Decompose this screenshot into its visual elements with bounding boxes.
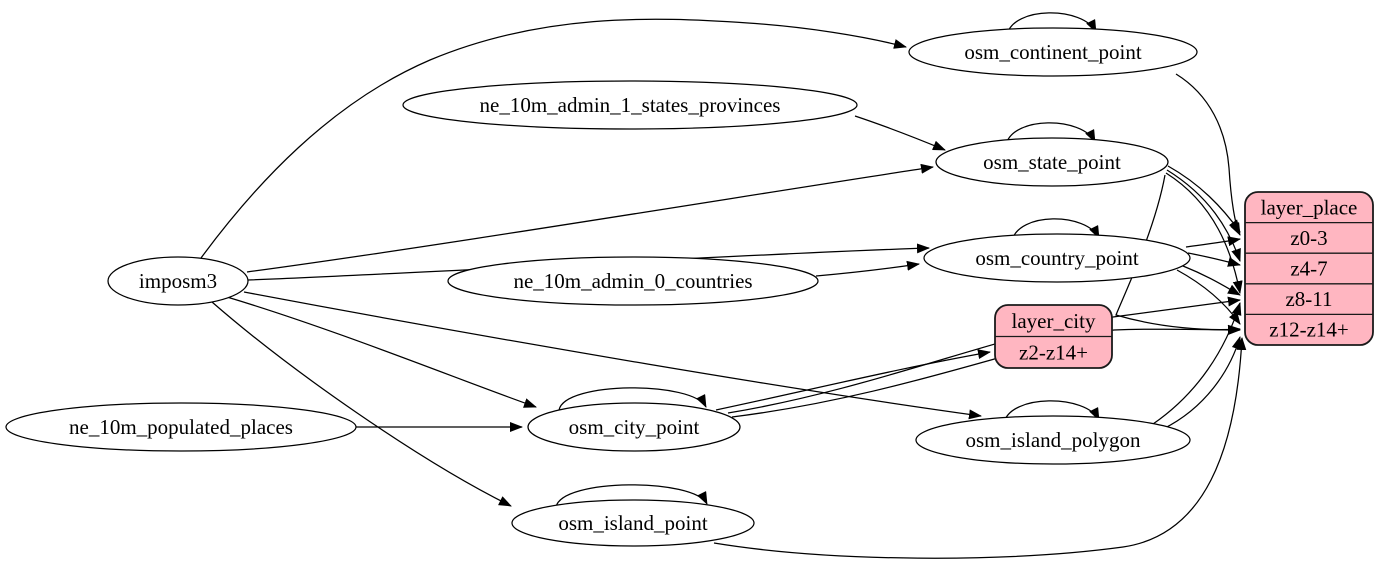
self-loop-osm_city_point bbox=[558, 387, 707, 411]
edge-ne_10m_admin_1_states_provinces-to-osm_state_point bbox=[854, 115, 946, 151]
table-shape-osm_island_point bbox=[511, 499, 755, 547]
node-osm_state_point: osm_state_point bbox=[935, 122, 1169, 187]
edge-osm_state_point-to-layer_place:z0-3 bbox=[1167, 165, 1241, 233]
self-loop-osm_continent_point bbox=[1006, 12, 1097, 36]
node-osm_city_point: osm_city_point bbox=[527, 387, 741, 452]
edge-imposm3-to-osm_island_point bbox=[211, 301, 512, 507]
node-label: imposm3 bbox=[139, 269, 217, 293]
node-osm_country_point: osm_country_point bbox=[923, 218, 1191, 283]
edge-osm_country_point-to-layer_place:z0-3 bbox=[1185, 236, 1241, 248]
edge-osm_city_point-to-layer_city:z2-z14+ bbox=[715, 349, 991, 411]
node-label: osm_country_point bbox=[975, 246, 1138, 270]
node-label: ne_10m_admin_0_countries bbox=[513, 269, 752, 293]
node-ne_10m_populated_places: ne_10m_populated_places bbox=[5, 402, 357, 452]
record-row-layer_place-z0-3: z0-3 bbox=[1290, 226, 1327, 250]
node-label: osm_island_polygon bbox=[965, 428, 1141, 452]
table-shape-ne_10m_admin_0_countries bbox=[447, 256, 819, 306]
edge-osm_state_point-to-layer_place:z4-7 bbox=[1166, 169, 1241, 262]
self-loop-osm_state_point bbox=[1005, 122, 1096, 146]
self-loop-osm_island_point bbox=[555, 484, 708, 508]
edge-imposm3-to-osm_state_point bbox=[246, 163, 934, 273]
table-shape-osm_state_point bbox=[935, 137, 1169, 187]
table-shape-ne_10m_admin_1_states_provinces bbox=[402, 80, 858, 130]
record-row-layer_place-z4-7: z4-7 bbox=[1290, 257, 1327, 281]
node-osm_island_polygon: osm_island_polygon bbox=[915, 400, 1191, 465]
edge-osm_country_point-to-layer_place:z12-z14+ bbox=[1176, 269, 1241, 325]
node-label: osm_continent_point bbox=[964, 40, 1141, 64]
node-layer_place: layer_place z0-3 z4-7 z8-11 z12-z14+ bbox=[1244, 191, 1374, 346]
edge-osm_island_point-to-layer_place:z12-z14+ bbox=[713, 337, 1247, 559]
node-label: ne_10m_admin_1_states_provinces bbox=[480, 93, 781, 117]
node-label: osm_city_point bbox=[569, 415, 700, 439]
edge-osm_country_point-to-layer_place:z4-7 bbox=[1187, 252, 1241, 267]
node-label: ne_10m_populated_places bbox=[69, 415, 293, 439]
node-ne_10m_admin_0_countries: ne_10m_admin_0_countries bbox=[447, 256, 819, 306]
node-label: osm_island_point bbox=[558, 511, 708, 535]
table-shape-imposm3 bbox=[107, 256, 249, 306]
table-shape-osm_island_polygon bbox=[915, 415, 1191, 465]
node-osm_island_point: osm_island_point bbox=[511, 484, 755, 547]
edge-osm_state_point-to-layer_place:z8-11 bbox=[1165, 172, 1243, 294]
table-shape-osm_country_point bbox=[923, 233, 1191, 283]
edge-osm_country_point-to-layer_place:z8-11 bbox=[1182, 265, 1241, 296]
edge-ne_10m_admin_0_countries-to-osm_country_point bbox=[815, 260, 920, 277]
node-osm_continent_point: osm_continent_point bbox=[908, 12, 1198, 77]
self-loop-osm_country_point bbox=[1011, 218, 1100, 242]
table-shape-osm_continent_point bbox=[908, 27, 1198, 77]
self-loop-osm_island_polygon bbox=[1003, 400, 1100, 424]
edge-imposm3-to-osm_city_point bbox=[226, 296, 537, 408]
table-shape-osm_city_point bbox=[527, 402, 741, 452]
edge-osm_city_point-to-layer_place:z8-11 bbox=[727, 296, 1241, 414]
nodes-layer: imposm3 ne_10m_populated_places ne_10m_adm… bbox=[5, 12, 1374, 547]
node-imposm3: imposm3 bbox=[107, 256, 249, 306]
edge-imposm3-to-osm_island_polygon bbox=[243, 291, 982, 420]
record-title-layer_place: layer_place bbox=[1261, 195, 1358, 219]
edge-osm_continent_point-to-layer_place:z0-3 bbox=[1175, 73, 1241, 236]
record-row-layer_place-z12-z14+: z12-z14+ bbox=[1269, 318, 1348, 342]
edges-layer bbox=[200, 18, 1247, 559]
table-shape-ne_10m_populated_places bbox=[5, 402, 357, 452]
node-ne_10m_admin_1_states_provinces: ne_10m_admin_1_states_provinces bbox=[402, 80, 858, 130]
record-shape-layer_place bbox=[1244, 191, 1374, 346]
edge-imposm3-to-osm_continent_point bbox=[200, 18, 907, 259]
edge-osm_island_polygon-to-layer_place:z12-z14+ bbox=[1162, 336, 1242, 430]
record-row-layer_city-z2-z14+: z2-z14+ bbox=[1019, 340, 1088, 364]
record-row-layer_place-z8-11: z8-11 bbox=[1285, 287, 1332, 311]
record-title-layer_city: layer_city bbox=[1012, 309, 1096, 333]
edge-osm_city_point-to-layer_place:z12-z14+ bbox=[731, 324, 1241, 418]
node-layer_city: layer_city z2-z14+ bbox=[994, 304, 1113, 369]
edge-osm_island_polygon-to-layer_place:z8-11 bbox=[1152, 302, 1242, 425]
node-label: osm_state_point bbox=[983, 150, 1121, 174]
